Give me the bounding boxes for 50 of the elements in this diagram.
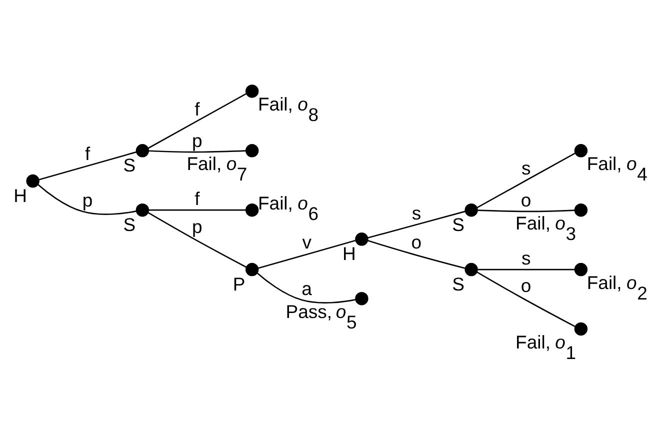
- edge-label: o: [411, 231, 422, 252]
- connector: [478, 268, 575, 270]
- edge-label: a: [302, 277, 312, 298]
- edge-label: f: [85, 142, 90, 164]
- node-circle: [245, 144, 259, 157]
- connector: [367, 239, 466, 268]
- node-circle: [26, 174, 40, 188]
- edge-label: p: [192, 129, 202, 150]
- node-label: H: [342, 242, 356, 264]
- edge-label: o: [520, 188, 532, 210]
- connector: [478, 209, 575, 212]
- node-circle: [574, 144, 588, 157]
- connector: [256, 272, 356, 303]
- connector: [37, 183, 136, 214]
- node-label: S: [123, 213, 136, 234]
- node-label: S: [123, 154, 136, 175]
- edge-label: s: [522, 157, 531, 178]
- connector: [148, 208, 246, 210]
- node-circle: [136, 144, 150, 157]
- edge-label: f: [194, 188, 200, 209]
- node-label: H: [14, 184, 28, 206]
- edge-label: f: [194, 98, 200, 119]
- connector: [38, 150, 136, 180]
- edge-label: s: [412, 202, 422, 224]
- edge-label: p: [82, 188, 93, 210]
- node-circle: [136, 203, 150, 216]
- node-label: S: [452, 272, 465, 294]
- connector: [148, 150, 246, 152]
- connector: [148, 212, 247, 268]
- node-circle: [245, 84, 259, 98]
- node-circle: [464, 203, 478, 216]
- node-circle: [574, 322, 588, 336]
- node-circle: [355, 291, 368, 305]
- node-label: P: [232, 272, 246, 294]
- connector: [148, 92, 247, 148]
- node-circle: [245, 262, 259, 276]
- connector: [367, 210, 466, 238]
- edge-label: s: [522, 247, 531, 268]
- edge-label: v: [302, 231, 312, 252]
- connector: [258, 239, 356, 268]
- node-circle: [245, 203, 259, 216]
- node-circle: [574, 262, 588, 276]
- connector: [476, 271, 576, 327]
- node-circle: [464, 262, 478, 276]
- node-circle: [355, 232, 368, 246]
- edge-label: o: [520, 274, 532, 296]
- node-circle: [574, 203, 588, 216]
- node-label: S: [452, 213, 465, 234]
- connector: [476, 152, 576, 208]
- edge-label: p: [192, 215, 202, 236]
